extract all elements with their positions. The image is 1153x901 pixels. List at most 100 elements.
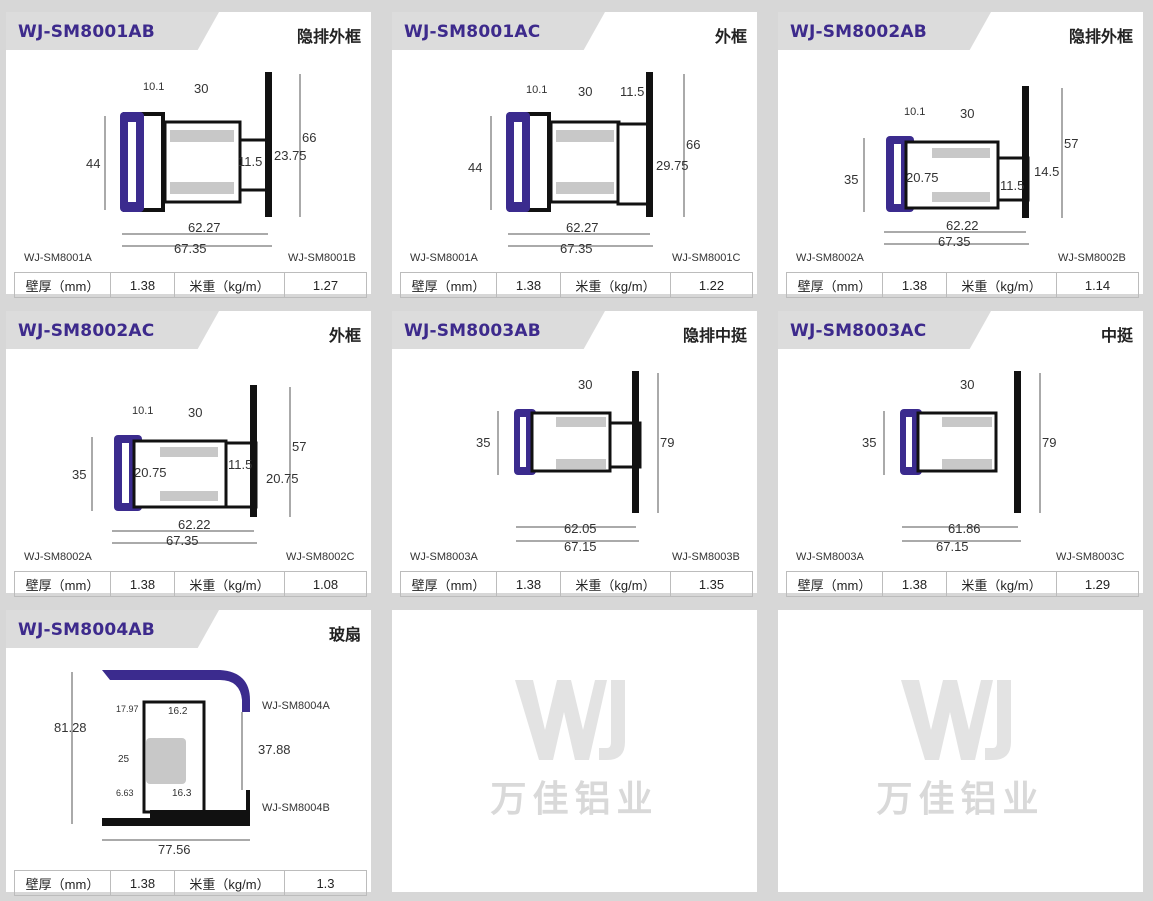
dim-label: 44: [468, 160, 483, 175]
wj-logo-icon: [900, 680, 1011, 760]
dim-label: 10.1: [143, 81, 165, 93]
dim-label: 10.1: [526, 84, 548, 96]
dim-label: 35: [844, 172, 859, 187]
dim-label: 11.5: [620, 84, 645, 99]
weight-value: 1.22: [698, 277, 725, 293]
dim-label: 30: [188, 405, 203, 420]
dim-label: 30: [578, 377, 593, 392]
dim-label: 23.75: [274, 148, 307, 163]
card-header-tab: [778, 12, 991, 50]
dim-label: 20.75: [906, 170, 939, 185]
dim-label: 10.1: [904, 106, 926, 118]
spec-table: 壁厚（mm） 1.38 米重（kg/m） 1.27: [14, 272, 367, 298]
profile-section-diagram: [91, 385, 291, 544]
thickness-label: 壁厚（mm）: [787, 273, 883, 297]
thickness-label: 壁厚（mm）: [787, 572, 883, 596]
dim-label: 67.35: [938, 234, 971, 249]
weight-label: 米重（kg/m）: [947, 273, 1057, 297]
watermark-card: 万佳铝业: [388, 606, 761, 896]
dim-label: 16.3: [172, 788, 192, 799]
spec-table: 壁厚（mm） 1.38 米重（kg/m） 1.29: [786, 571, 1139, 597]
spec-table: 壁厚（mm） 1.38 米重（kg/m） 1.22: [400, 272, 753, 298]
profile-type: 外框: [714, 27, 747, 46]
weight-label: 米重（kg/m）: [947, 572, 1057, 596]
dim-label: 30: [960, 377, 975, 392]
card-header-tab: [392, 12, 605, 50]
profile-code: WJ-SM8001AB: [18, 22, 155, 42]
weight-value: 1.14: [1084, 277, 1111, 293]
spec-table: 壁厚（mm） 1.38 米重（kg/m） 1.35: [400, 571, 753, 597]
dim-label: 35: [862, 435, 877, 450]
part-code-top: WJ-SM8004A: [262, 700, 330, 712]
card-header-tab: [6, 311, 219, 349]
profile-code: WJ-SM8003AC: [790, 321, 927, 341]
profile-type: 隐排外框: [296, 27, 361, 46]
weight-label: 米重（kg/m）: [175, 273, 285, 297]
profile-code: WJ-SM8004AB: [18, 620, 155, 640]
dim-label: 17.97: [116, 704, 139, 714]
dim-label: 16.2: [168, 706, 188, 717]
profile-card-sm8003ac: WJ-SM8003AC 中挺 30 79 35 61.86 67.15 WJ-S…: [774, 307, 1147, 597]
spec-table: 壁厚（mm） 1.38 米重（kg/m） 1.08: [14, 571, 367, 597]
part-code-right: WJ-SM8003C: [1056, 551, 1125, 563]
part-code-right: WJ-SM8002B: [1058, 252, 1126, 264]
dim-label: 62.27: [566, 220, 599, 235]
dim-label: 30: [960, 106, 975, 121]
profile-card-sm8002ac: WJ-SM8002AC 外框 10.1 30 57 35 20.75 11.5 …: [2, 307, 375, 597]
dim-label: 6.63: [116, 788, 134, 798]
dim-label: 62.05: [564, 521, 597, 536]
watermark-text: 万佳铝业: [876, 778, 1045, 820]
dim-label: 20.75: [266, 471, 299, 486]
dim-label: 79: [660, 435, 675, 450]
weight-label: 米重（kg/m）: [175, 871, 285, 895]
dim-label: 67.15: [936, 539, 969, 554]
dim-label: 30: [194, 81, 209, 96]
thickness-value: 1.38: [883, 273, 947, 297]
thickness-value: 1.38: [111, 572, 175, 596]
dim-label: 66: [302, 130, 317, 145]
wj-logo-icon: [514, 680, 625, 760]
dim-label: 61.86: [948, 521, 981, 536]
thickness-label: 壁厚（mm）: [15, 871, 111, 895]
dim-label: 14.5: [1034, 164, 1060, 179]
dim-label: 66: [686, 137, 701, 152]
dim-label: 35: [72, 467, 87, 482]
part-code-bottom: WJ-SM8004B: [262, 802, 330, 814]
watermark-card: 万佳铝业: [774, 606, 1147, 896]
profile-section-diagram: [863, 86, 1063, 245]
spec-table: 壁厚（mm） 1.38 米重（kg/m） 1.14: [786, 272, 1139, 298]
profile-code: WJ-SM8002AB: [790, 22, 927, 42]
card-header-tab: [6, 12, 219, 50]
part-code-right: WJ-SM8001B: [288, 252, 356, 264]
dim-label: 57: [1064, 136, 1079, 151]
profile-section-diagram: [71, 670, 250, 841]
thickness-value: 1.38: [497, 572, 561, 596]
dim-label: 37.88: [258, 742, 291, 757]
profile-code: WJ-SM8003AB: [404, 321, 541, 341]
thickness-label: 壁厚（mm）: [401, 572, 497, 596]
part-code-right: WJ-SM8003B: [672, 551, 740, 563]
weight-value: 1.08: [312, 576, 339, 592]
part-code-left: WJ-SM8001A: [24, 252, 92, 264]
weight-value: 1.3: [316, 875, 335, 891]
dim-label: 62.27: [188, 220, 221, 235]
profile-section-diagram: [883, 371, 1041, 542]
profile-type: 隐排外框: [1068, 27, 1133, 46]
dim-label: 79: [1042, 435, 1057, 450]
dim-label: 62.22: [178, 517, 211, 532]
thickness-value: 1.38: [111, 273, 175, 297]
thickness-label: 壁厚（mm）: [15, 572, 111, 596]
part-code-left: WJ-SM8002A: [796, 252, 864, 264]
thickness-value: 1.38: [111, 871, 175, 895]
watermark-text: 万佳铝业: [490, 778, 659, 820]
dim-label: 35: [476, 435, 491, 450]
spec-table: 壁厚（mm） 1.38 米重（kg/m） 1.3: [14, 870, 367, 896]
part-code-right: WJ-SM8002C: [286, 551, 355, 563]
dim-label: 29.75: [656, 158, 689, 173]
weight-label: 米重（kg/m）: [561, 273, 671, 297]
profile-section-diagram: [490, 72, 685, 247]
part-code-left: WJ-SM8002A: [24, 551, 92, 563]
part-code-right: WJ-SM8001C: [672, 252, 741, 264]
dim-label: 81.28: [54, 720, 87, 735]
dim-label: 44: [86, 156, 101, 171]
